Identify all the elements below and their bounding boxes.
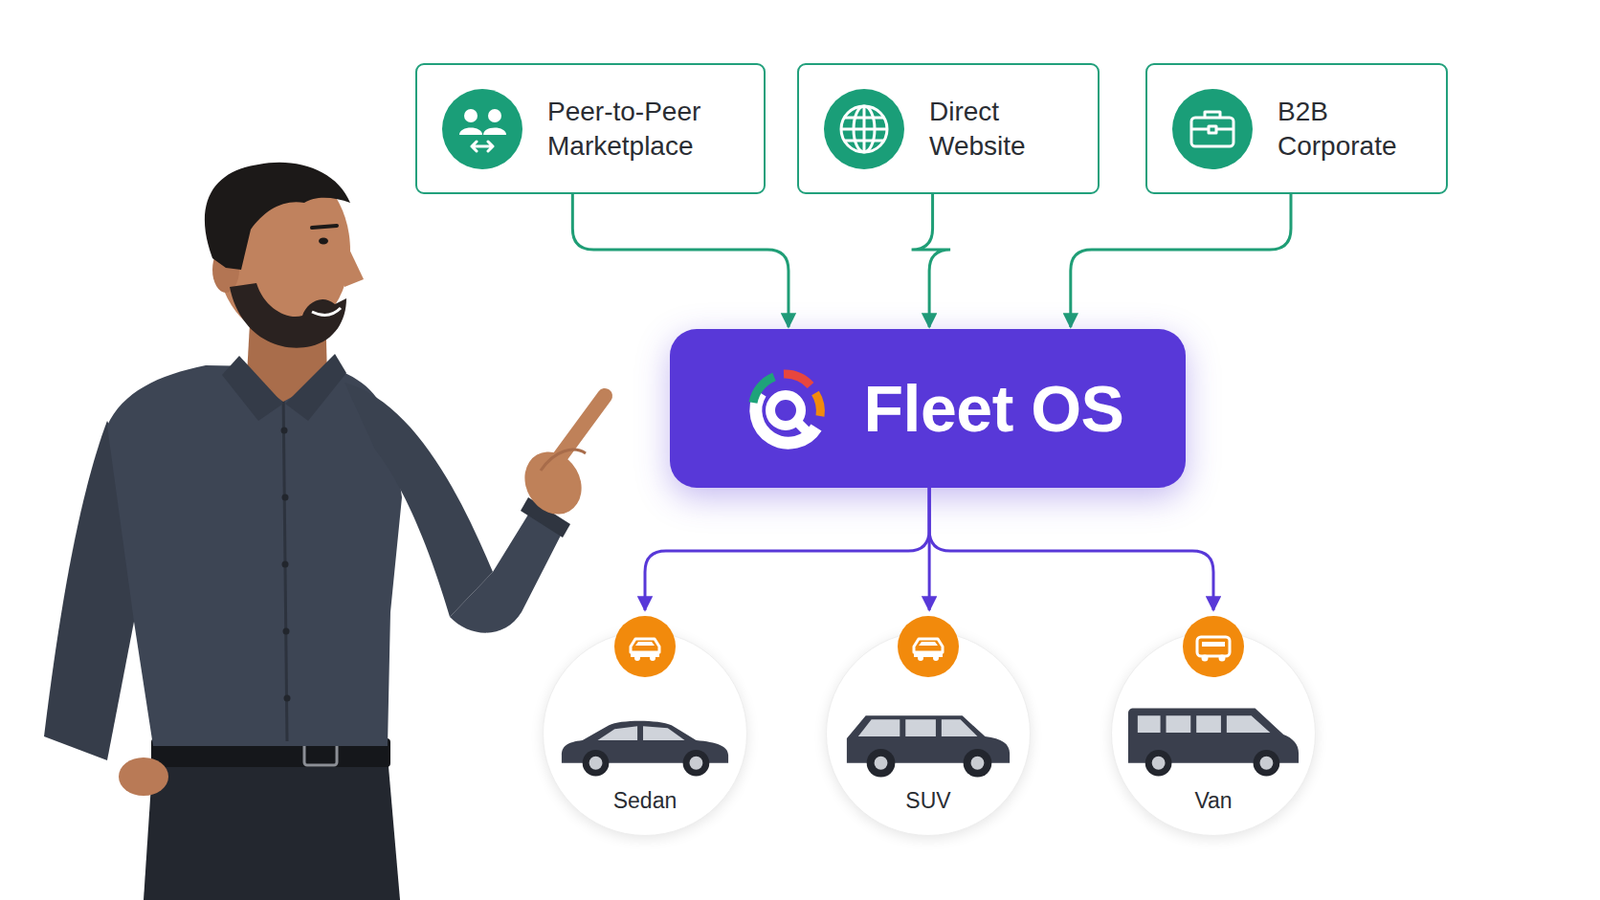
vehicle-label: SUV [825, 788, 1031, 815]
vehicle-circle: SUV [825, 612, 1031, 843]
vehicle-badge [897, 616, 959, 678]
vehicle-illustration [837, 704, 1020, 781]
channel-box: B2B Corporate [1145, 63, 1448, 195]
vehicle-illustration [554, 704, 736, 781]
platform-name: Fleet OS [864, 371, 1125, 446]
vehicle-label: Sedan [542, 788, 748, 815]
channel-label: Peer-to-Peer Marketplace [547, 94, 739, 164]
vehicle-label: Van [1111, 788, 1316, 815]
channel-label: Direct Website [929, 94, 1073, 164]
channel-icon [823, 88, 905, 170]
flow-arrow [911, 194, 952, 328]
channel-icon [1172, 88, 1253, 170]
channel-box: Direct Website [797, 63, 1100, 195]
channel-label: B2B Corporate [1277, 94, 1422, 164]
flow-arrow [1070, 194, 1291, 328]
vehicle-badge [1182, 616, 1245, 678]
channel-box: Peer-to-Peer Marketplace [415, 63, 766, 195]
flow-arrow [929, 488, 1214, 611]
vehicle-badge [614, 616, 676, 678]
flow-arrow [644, 488, 930, 611]
vehicle-circle: Sedan [542, 612, 748, 843]
flow-arrow [572, 194, 789, 328]
vehicle-circle: Van [1111, 612, 1316, 843]
platform-box: Fleet OS [669, 329, 1186, 489]
brand-logo [732, 355, 840, 463]
channel-icon [442, 88, 523, 170]
vehicle-illustration [1122, 704, 1305, 781]
